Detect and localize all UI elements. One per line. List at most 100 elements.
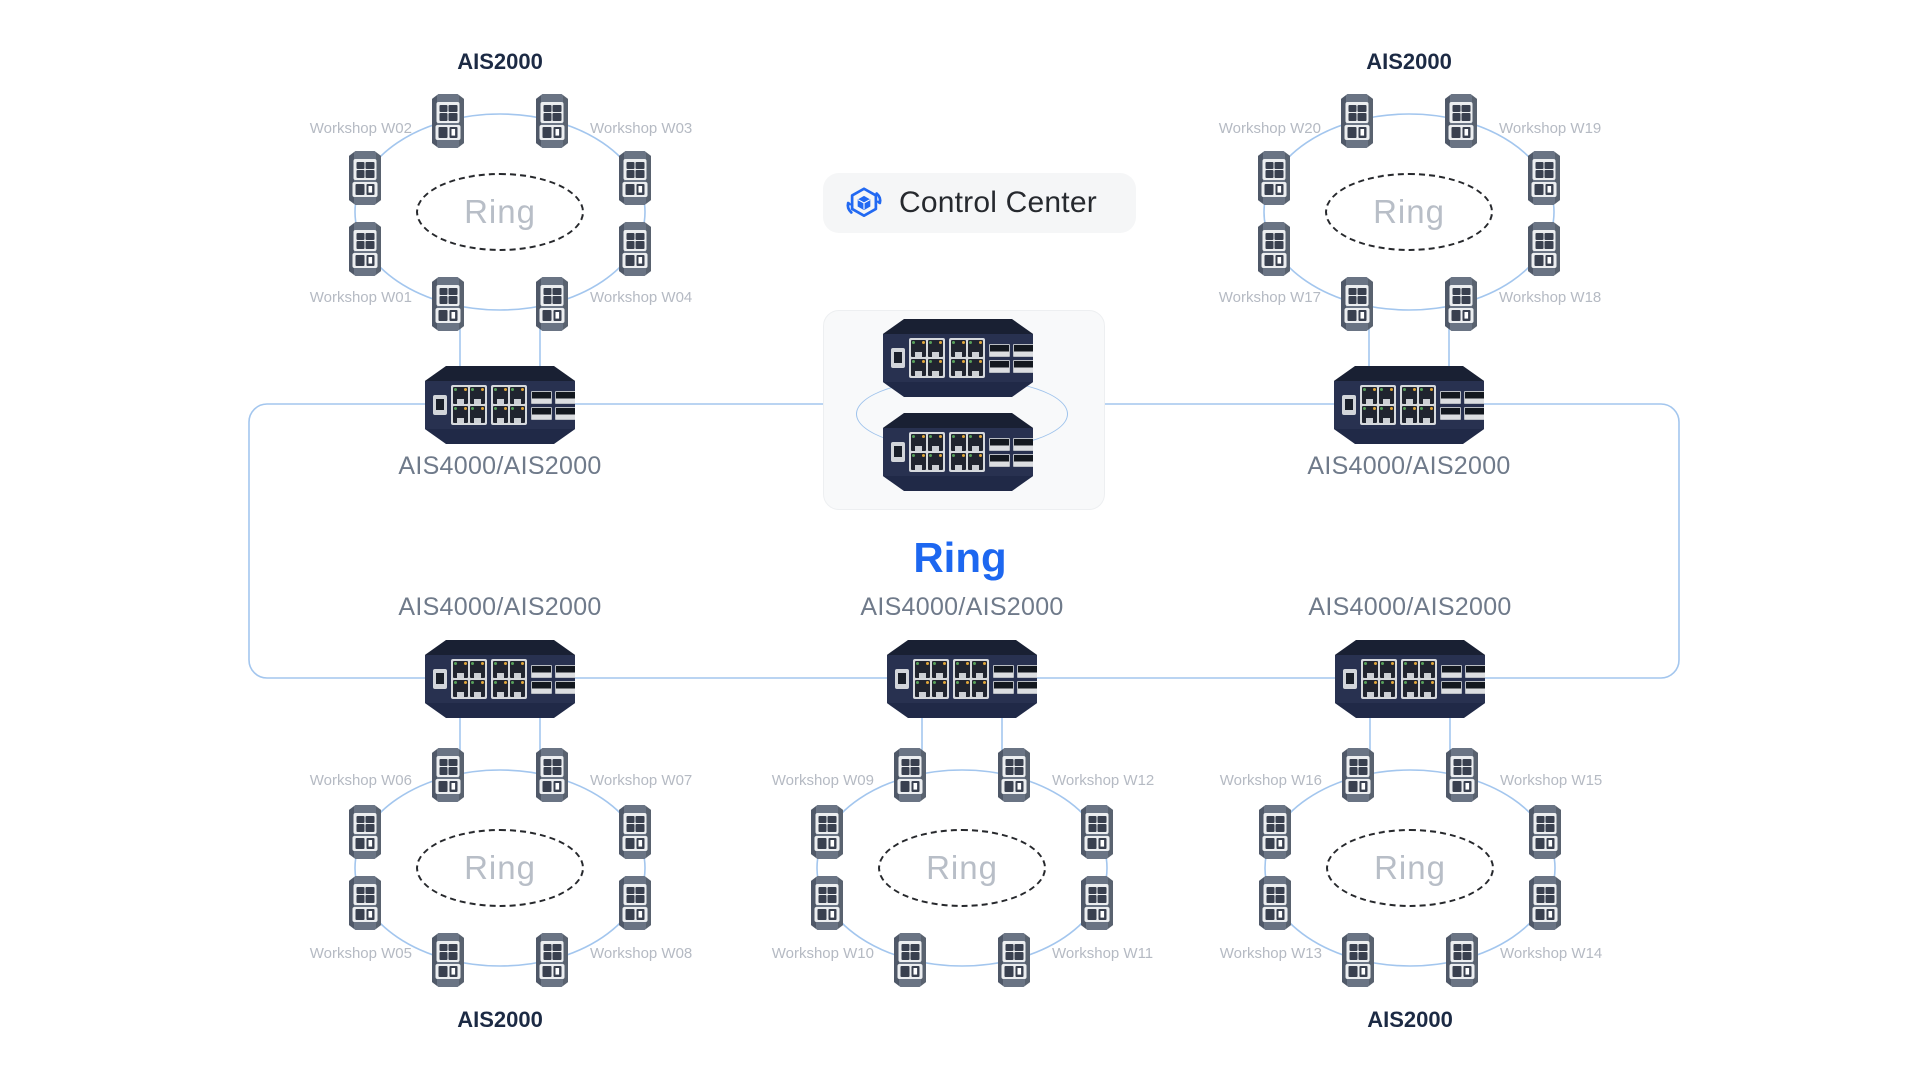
access-switch-icon: [536, 933, 568, 987]
sfp-port-group-icon: [989, 343, 1033, 373]
port-grid-icon: [353, 230, 377, 251]
cluster-ring-ellipse: [354, 113, 646, 311]
access-switch-icon: [619, 151, 651, 205]
rj45-port-group-icon: [909, 338, 945, 378]
port-grid-icon: [436, 941, 460, 962]
access-switch-icon: [1081, 876, 1113, 930]
rj45-port-group-icon: [909, 432, 945, 472]
port-slot-icon: [435, 964, 461, 979]
rj45-port-group-icon: [491, 385, 527, 425]
port-grid-icon: [898, 941, 922, 962]
switch-front-panel: [433, 657, 575, 701]
port-grid-icon: [1346, 941, 1370, 962]
core-switch-icon: [887, 640, 1037, 718]
sfp-port-group-icon: [531, 390, 575, 420]
port-slot-icon: [1261, 253, 1287, 268]
port-grid-icon: [353, 813, 377, 834]
access-switch-icon: [1529, 876, 1561, 930]
workshop-label-w02: Workshop W02: [309, 120, 412, 137]
access-switch-icon: [1528, 222, 1560, 276]
workshop-label-w04: Workshop W04: [590, 289, 693, 306]
control-center-label: Control Center: [899, 186, 1097, 219]
workshop-label-w17: Workshop W17: [1218, 289, 1321, 306]
access-switch-icon: [811, 805, 843, 859]
workshop-label-w18: Workshop W18: [1499, 289, 1602, 306]
port-grid-icon: [1533, 884, 1557, 905]
switch-front-panel: [433, 383, 575, 427]
rj45-port-group-icon: [491, 659, 527, 699]
core-switch-icon: [1335, 640, 1485, 718]
control-center-cube-icon: [846, 187, 882, 218]
access-switch-icon: [349, 876, 381, 930]
port-grid-icon: [436, 285, 460, 306]
console-port-icon: [1343, 669, 1357, 689]
access-switch-icon: [349, 805, 381, 859]
ring-label: Ring: [1374, 849, 1446, 886]
access-switch-icon: [1341, 277, 1373, 331]
port-slot-icon: [622, 182, 648, 197]
workshop-label-w10: Workshop W10: [771, 945, 874, 962]
access-switch-icon: [349, 151, 381, 205]
port-grid-icon: [623, 230, 647, 251]
core-switch-label-top-right: AIS4000/AIS2000: [1307, 452, 1511, 480]
port-grid-icon: [1263, 884, 1287, 905]
port-slot-icon: [435, 125, 461, 140]
port-slot-icon: [352, 253, 378, 268]
workshop-label-w09: Workshop W09: [771, 772, 874, 789]
access-switch-icon: [894, 933, 926, 987]
port-slot-icon: [1345, 779, 1371, 794]
ring-label: Ring: [464, 193, 536, 230]
port-grid-icon: [1449, 285, 1473, 306]
port-slot-icon: [814, 907, 840, 922]
access-switch-icon: [1445, 94, 1477, 148]
port-slot-icon: [539, 308, 565, 323]
port-slot-icon: [1262, 907, 1288, 922]
port-slot-icon: [352, 907, 378, 922]
port-grid-icon: [623, 159, 647, 180]
port-grid-icon: [1002, 756, 1026, 777]
port-slot-icon: [1262, 836, 1288, 851]
port-slot-icon: [1448, 125, 1474, 140]
access-switch-icon: [432, 748, 464, 802]
console-port-icon: [433, 395, 447, 415]
access-switch-icon: [1446, 748, 1478, 802]
console-port-icon: [433, 669, 447, 689]
workshop-label-w03: Workshop W03: [590, 120, 693, 137]
port-slot-icon: [1449, 779, 1475, 794]
access-switch-icon: [1258, 222, 1290, 276]
port-grid-icon: [540, 285, 564, 306]
port-slot-icon: [539, 964, 565, 979]
port-slot-icon: [539, 125, 565, 140]
port-slot-icon: [622, 836, 648, 851]
access-switch-icon: [536, 748, 568, 802]
port-grid-icon: [623, 813, 647, 834]
port-grid-icon: [436, 756, 460, 777]
port-slot-icon: [1345, 964, 1371, 979]
rj45-port-group-icon: [1401, 659, 1437, 699]
port-slot-icon: [352, 182, 378, 197]
port-grid-icon: [1262, 230, 1286, 251]
port-grid-icon: [1262, 159, 1286, 180]
access-switch-icon: [1528, 151, 1560, 205]
switch-front-panel: [1342, 383, 1484, 427]
access-switch-icon: [1342, 933, 1374, 987]
cluster-title-bottom-right: AIS2000: [1367, 1007, 1453, 1032]
rj45-port-group-icon: [1360, 385, 1396, 425]
port-slot-icon: [1344, 125, 1370, 140]
rj45-port-group-icon: [949, 432, 985, 472]
sfp-port-group-icon: [989, 437, 1033, 467]
port-grid-icon: [815, 813, 839, 834]
rj45-port-group-icon: [949, 338, 985, 378]
workshop-label-w14: Workshop W14: [1500, 945, 1603, 962]
port-grid-icon: [1002, 941, 1026, 962]
ring-dashed-ellipse: Ring: [1325, 173, 1493, 251]
workshop-label-w08: Workshop W08: [590, 945, 693, 962]
core-switch-icon: [883, 319, 1033, 397]
control-center-card: Control Center: [823, 173, 1136, 233]
access-switch-icon: [998, 933, 1030, 987]
access-switch-icon: [432, 94, 464, 148]
cluster-ring-ellipse: [1264, 769, 1556, 967]
port-grid-icon: [1450, 941, 1474, 962]
cluster-title-top-left: AIS2000: [457, 49, 543, 74]
